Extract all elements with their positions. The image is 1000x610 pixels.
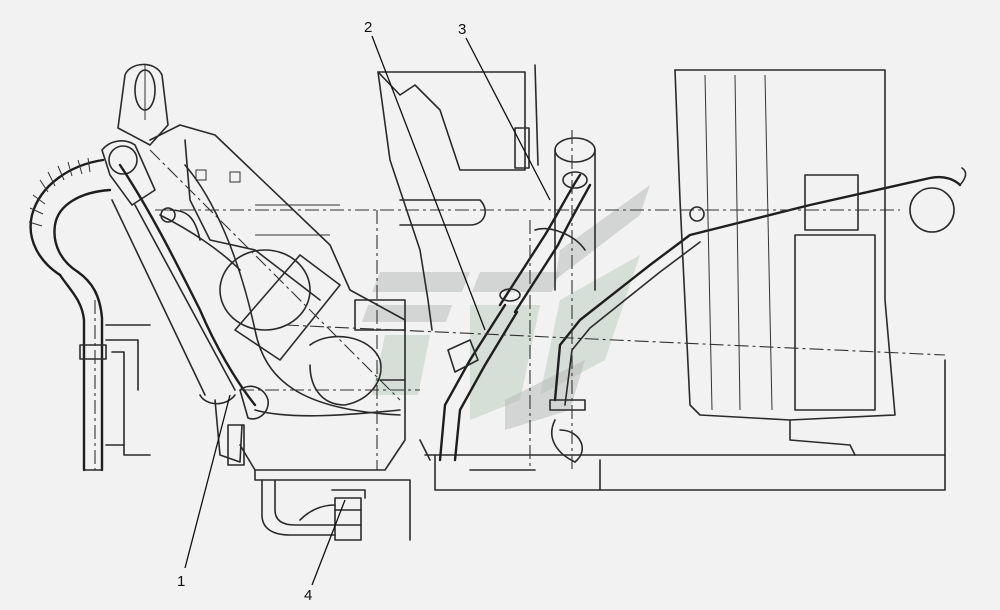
frame-center (377, 64, 946, 491)
callout-label-2: 2 (364, 19, 372, 36)
left-hose-assembly (28, 157, 151, 472)
bottom-fitting (254, 469, 411, 541)
centerlines (94, 130, 946, 470)
callout-3: 3 (458, 21, 551, 201)
control-cable-right (549, 167, 967, 463)
frame-left (149, 124, 406, 471)
frame-right (674, 69, 955, 456)
control-cable-left (118, 163, 401, 420)
hydraulic-cylinder (438, 137, 596, 462)
callout-label-4: 4 (304, 587, 312, 604)
callout-label-1: 1 (177, 573, 185, 590)
callout-4: 4 (304, 499, 346, 604)
callout-2: 2 (364, 19, 486, 331)
callout-label-3: 3 (458, 21, 466, 38)
callout-1: 1 (177, 394, 231, 590)
lever-arm (101, 63, 245, 466)
